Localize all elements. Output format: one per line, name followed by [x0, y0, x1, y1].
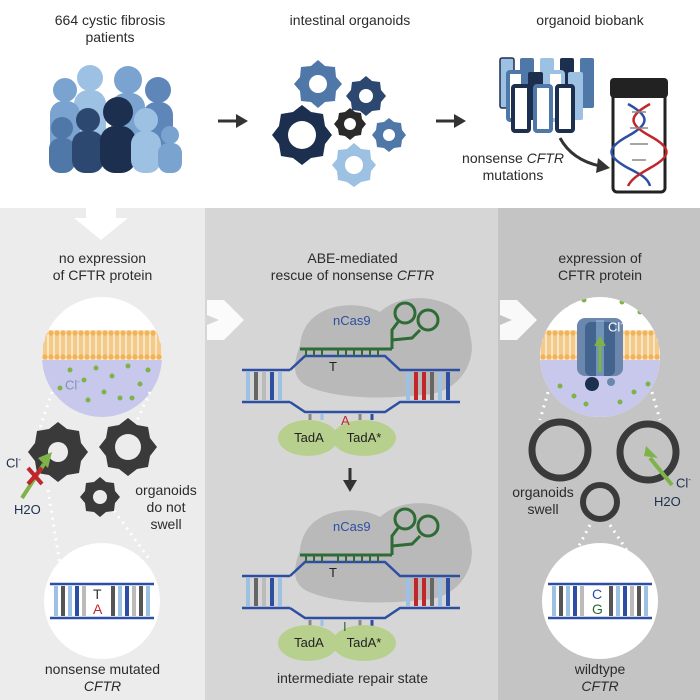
nonsense-mutations-label: nonsense CFTR mutations — [462, 150, 564, 183]
middle-base-i: I — [343, 619, 347, 634]
left-organoids — [28, 418, 157, 517]
tada-label-3: TadA — [294, 635, 324, 650]
ncas9-bottom-label: nCas9 — [333, 519, 371, 534]
left-dotted-connectors — [38, 391, 152, 566]
right-organoids — [528, 418, 680, 522]
patients-label: 664 cystic fibrosis patients — [54, 12, 166, 45]
middle-bottom-base-t: T — [329, 565, 337, 580]
organoids-label: intestinal organoids — [289, 12, 411, 28]
big-tube-icon — [610, 78, 668, 194]
middle-footer: intermediate repair state — [277, 670, 428, 686]
biobank-label: organoid biobank — [536, 12, 644, 28]
right-membrane-zoom — [540, 297, 660, 417]
right-chevron-2 — [500, 300, 537, 340]
ncas9-complex-bottom — [242, 503, 472, 661]
tada-label-2: TadA* — [346, 430, 382, 445]
tada-label-1: TadA — [294, 430, 324, 445]
tada-label-4: TadA* — [346, 635, 382, 650]
right-dna-bottom-base: G — [592, 601, 603, 617]
biobank-arrow — [558, 137, 610, 173]
middle-top-base-t: T — [329, 359, 337, 374]
down-chevron — [74, 206, 128, 240]
right-chloride-label: Cl- — [608, 319, 623, 335]
middle-base-a: A — [341, 413, 350, 428]
ncas9-complex-top — [242, 298, 472, 456]
arrow-2 — [436, 114, 466, 128]
right-dna-top-base: C — [592, 586, 603, 602]
patients-icon — [49, 65, 182, 173]
arrow-1 — [218, 114, 248, 128]
right-dna-zoom — [542, 543, 658, 659]
left-dna-top-base: T — [93, 586, 102, 602]
swell-arrow-icon — [644, 446, 674, 487]
biobank-tubes — [499, 57, 594, 133]
left-chloride-label: Cl- — [65, 377, 80, 393]
left-water-label: H2O — [14, 502, 41, 517]
ncas9-top-label: nCas9 — [333, 313, 371, 328]
left-dna-zoom — [44, 543, 160, 659]
right-chloride-label-2: Cl- — [676, 475, 691, 491]
right-chevron-1 — [207, 300, 244, 340]
organoids-cluster — [272, 60, 406, 187]
blocked-arrow-icon — [20, 452, 52, 500]
right-water-label: H2O — [654, 494, 681, 509]
middle-down-arrow — [343, 468, 357, 492]
left-dna-bottom-base: A — [93, 601, 103, 617]
left-chloride-label-2: Cl- — [6, 455, 21, 471]
